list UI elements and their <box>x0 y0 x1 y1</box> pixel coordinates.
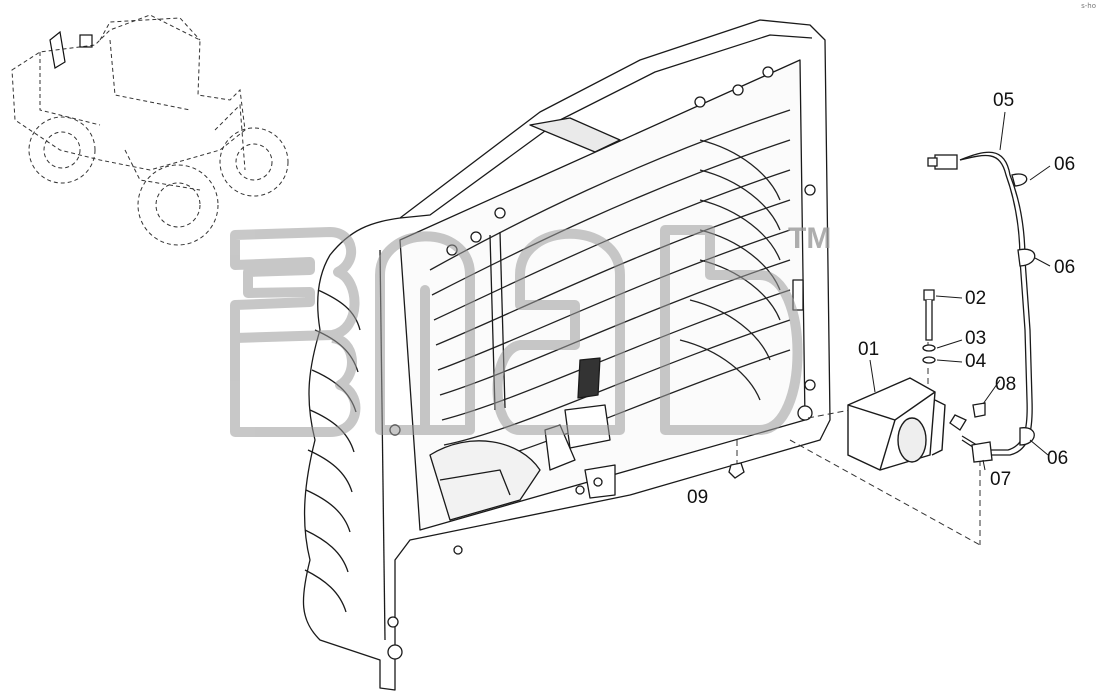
part-07-clamp <box>971 441 993 463</box>
part-08-screw <box>949 402 986 431</box>
leader-lines <box>869 111 1051 471</box>
part-04-washer <box>922 356 936 364</box>
part-01-alarm-unit <box>847 377 946 471</box>
part-02-bolt <box>923 289 935 341</box>
callout-01: 01 <box>858 339 880 360</box>
callout-09: 09 <box>687 487 709 508</box>
watermark-logo <box>230 225 803 437</box>
inset-highlight <box>49 30 93 69</box>
callout-07: 07 <box>990 469 1012 490</box>
callout-08: 08 <box>995 374 1017 395</box>
watermark-tm: TM <box>788 222 831 255</box>
callout-02: 02 <box>965 288 987 309</box>
callout-06-bottom: 06 <box>1047 448 1069 469</box>
callout-03: 03 <box>965 328 987 349</box>
part-09-nut <box>728 462 745 479</box>
vehicle-inset <box>11 14 289 246</box>
callout-06-top: 06 <box>1054 154 1076 175</box>
callout-04: 04 <box>965 351 987 372</box>
callout-06-middle: 06 <box>1054 257 1076 278</box>
callout-05: 05 <box>993 90 1015 111</box>
part-03-washer <box>922 344 936 352</box>
corner-mark: s-ho <box>1081 2 1096 10</box>
